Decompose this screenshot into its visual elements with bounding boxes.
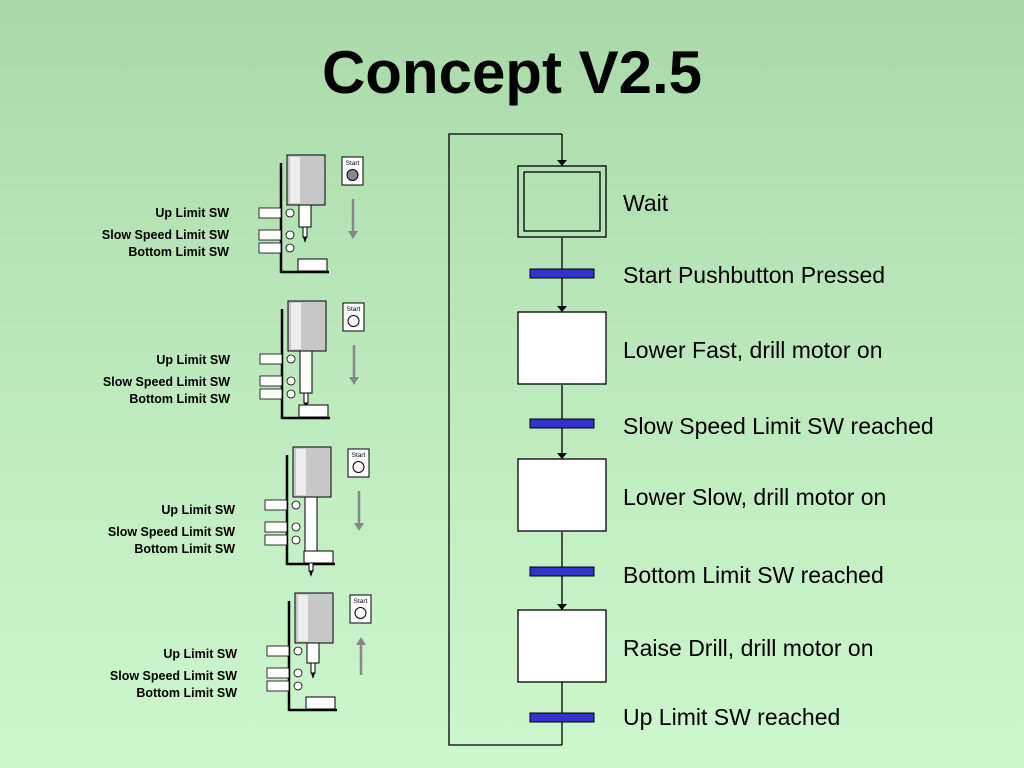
sfc-arrowheads [557, 160, 567, 610]
motion-arrow-down-icon [354, 523, 364, 531]
start-button-label: Start [352, 452, 366, 459]
step-label-raise: Raise Drill, drill motor on [623, 635, 874, 661]
workpiece [305, 696, 336, 710]
drill-machine-panel: Start [259, 300, 365, 420]
limit-switch-roller [286, 376, 296, 386]
motion-arrow-down-icon [349, 377, 359, 385]
sfc-step-box [517, 609, 607, 683]
limit-switch [258, 207, 282, 219]
workpiece [303, 550, 334, 564]
drill-tip [303, 237, 307, 243]
step-label-lower-fast: Lower Fast, drill motor on [623, 337, 883, 363]
sfc-initial-step [517, 165, 607, 238]
up-limit-label: Up Limit SW [155, 206, 229, 220]
transition-label-up: Up Limit SW reached [623, 704, 841, 730]
limit-switch [266, 645, 290, 657]
bottom-limit-label: Bottom Limit SW [128, 245, 229, 259]
limit-switch-roller [285, 243, 295, 253]
limit-switch-roller [286, 354, 296, 364]
limit-switch-roller [293, 646, 303, 656]
bottom-limit-label: Bottom Limit SW [134, 542, 235, 556]
start-button [347, 315, 360, 327]
slow-speed-limit-label: Slow Speed Limit SW [109, 669, 237, 683]
motor-highlight [291, 303, 301, 349]
step-label-wait: Wait [623, 190, 669, 216]
up-limit-label: Up Limit SW [156, 353, 230, 367]
start-button-label: Start [354, 598, 368, 605]
limit-switch-roller [291, 500, 301, 510]
drill-tip [309, 571, 313, 577]
slow-speed-limit-label: Slow Speed Limit SW [107, 525, 235, 539]
transition-bar [529, 268, 595, 279]
start-button [346, 169, 359, 181]
drill-machine-panel: Start [258, 154, 364, 274]
slide-title: Concept V2.5 [321, 39, 703, 106]
start-button [354, 607, 367, 619]
limit-switch-roller [285, 208, 295, 218]
drill-machine-panel: Start [264, 446, 370, 577]
transition-bar [529, 712, 595, 723]
transition-label-bottom: Bottom Limit SW reached [623, 562, 884, 588]
limit-switch [259, 353, 283, 365]
bottom-limit-label: Bottom Limit SW [129, 392, 230, 406]
limit-switch [266, 667, 290, 679]
transition-bar [529, 418, 595, 429]
slow-speed-limit-label: Slow Speed Limit SW [101, 228, 229, 242]
limit-switch-roller [285, 230, 295, 240]
transition-bar [529, 566, 595, 577]
motor-highlight [290, 157, 300, 203]
up-limit-label: Up Limit SW [163, 647, 237, 661]
limit-switch [264, 521, 288, 533]
workpiece [298, 404, 329, 418]
sfc-step-box [517, 311, 607, 385]
motor-highlight [298, 595, 308, 641]
transition-label-slow-speed: Slow Speed Limit SW reached [623, 413, 934, 439]
limit-switch-roller [291, 522, 301, 532]
motion-arrow-up-icon [356, 637, 366, 645]
limit-switch-roller [291, 535, 301, 545]
limit-switch [266, 680, 290, 692]
step-label-lower-slow: Lower Slow, drill motor on [623, 484, 887, 510]
motor-highlight [296, 449, 306, 495]
sfc-step-box [517, 458, 607, 532]
start-button-label: Start [346, 160, 360, 167]
start-button-label: Start [347, 306, 361, 313]
limit-switch [264, 499, 288, 511]
slow-speed-limit-label: Slow Speed Limit SW [102, 375, 230, 389]
motion-arrow-down-icon [348, 231, 358, 239]
limit-switch [258, 242, 282, 254]
limit-switch-roller [293, 668, 303, 678]
workpiece [297, 258, 328, 272]
transition-label-start: Start Pushbutton Pressed [623, 262, 886, 288]
drill-machine-panel: Start [266, 592, 372, 712]
limit-switch [259, 388, 283, 400]
limit-switch [258, 229, 282, 241]
drill-tip [311, 673, 315, 679]
start-button [352, 461, 365, 473]
limit-switch-roller [286, 389, 296, 399]
limit-switch-roller [293, 681, 303, 691]
up-limit-label: Up Limit SW [161, 503, 235, 517]
bottom-limit-label: Bottom Limit SW [136, 686, 237, 700]
limit-switch [259, 375, 283, 387]
sfc-transition-bars [529, 268, 595, 723]
return-loop-line [448, 133, 562, 746]
limit-switch [264, 534, 288, 546]
